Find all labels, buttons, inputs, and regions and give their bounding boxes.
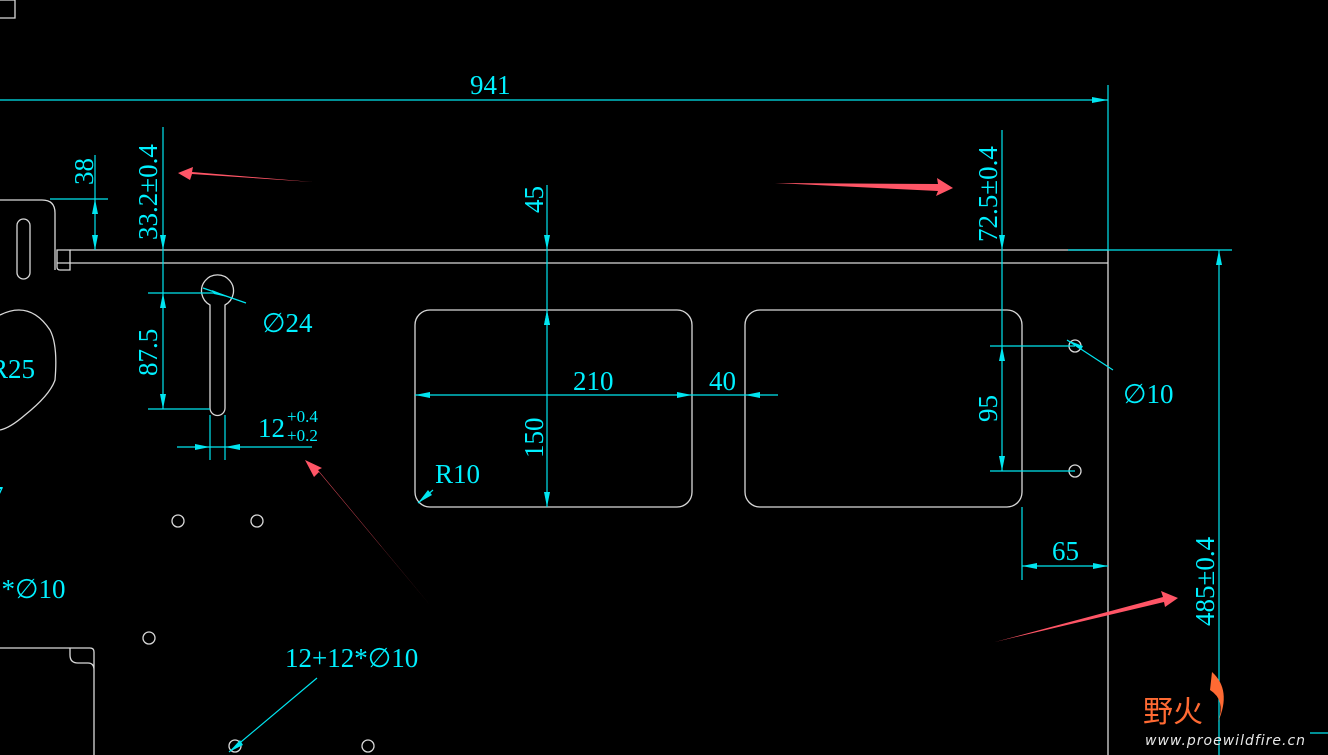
dim-r25: R25 <box>0 354 35 384</box>
hole <box>142 631 156 645</box>
bottom-left-cutout <box>0 647 95 755</box>
cutout-left <box>414 309 693 508</box>
left-hole-note: 2*∅10 <box>0 574 66 604</box>
r25-profile <box>0 309 57 431</box>
dim-38: 38 <box>69 158 99 185</box>
red-arrow-icon <box>995 591 1178 642</box>
dim-485: 485±0.4 <box>1190 536 1220 626</box>
dim-150: 150 <box>519 418 549 459</box>
red-arrow-icon <box>775 178 953 196</box>
left-tab <box>0 199 56 270</box>
corner-edge <box>0 0 16 19</box>
dim-65: 65 <box>1052 536 1079 566</box>
hole-pattern-note: 12+12*∅10 <box>285 643 418 673</box>
left-slot <box>16 218 31 280</box>
annotation-arrows <box>178 167 1178 642</box>
watermark-url: www.proewildfire.cn <box>1145 733 1306 749</box>
dimension-lines <box>0 85 1328 755</box>
watermark: 野火 www.proewildfire.cn <box>1143 672 1306 749</box>
dim-40: 40 <box>709 366 736 396</box>
red-arrow-icon <box>305 460 430 605</box>
flame-logo-icon <box>1210 672 1224 722</box>
dim-72-5: 72.5±0.4 <box>973 146 1003 242</box>
dim-33-2: 33.2±0.4 <box>133 144 163 240</box>
dim-partial-7: 7 <box>0 481 4 511</box>
dim-95: 95 <box>973 395 1003 422</box>
dim-87-5: 87.5 <box>133 329 163 376</box>
dim-45: 45 <box>519 186 549 213</box>
hole <box>171 514 185 528</box>
cutout-right <box>744 309 1023 508</box>
dim-210: 210 <box>573 366 614 396</box>
tab-rect <box>56 249 71 271</box>
dim-12: 12 <box>258 413 285 443</box>
hole <box>250 514 264 528</box>
dim-941: 941 <box>470 70 511 100</box>
dim-12-tol-lower: +0.2 <box>287 426 318 445</box>
dim-r10: R10 <box>435 459 480 489</box>
dim-dia24: ∅24 <box>262 308 313 338</box>
watermark-logo-text: 野火 <box>1143 695 1203 730</box>
dimension-texts: 941 38 33.2±0.4 87.5 ∅24 12 +0.4 +0.2 45… <box>0 70 1220 673</box>
hole <box>361 739 375 753</box>
part-geometry <box>0 0 1109 755</box>
red-arrow-icon <box>178 167 313 182</box>
keyhole-slot <box>200 274 235 417</box>
dim-12-tol-upper: +0.4 <box>287 407 318 426</box>
dim-dia10: ∅10 <box>1123 379 1174 409</box>
